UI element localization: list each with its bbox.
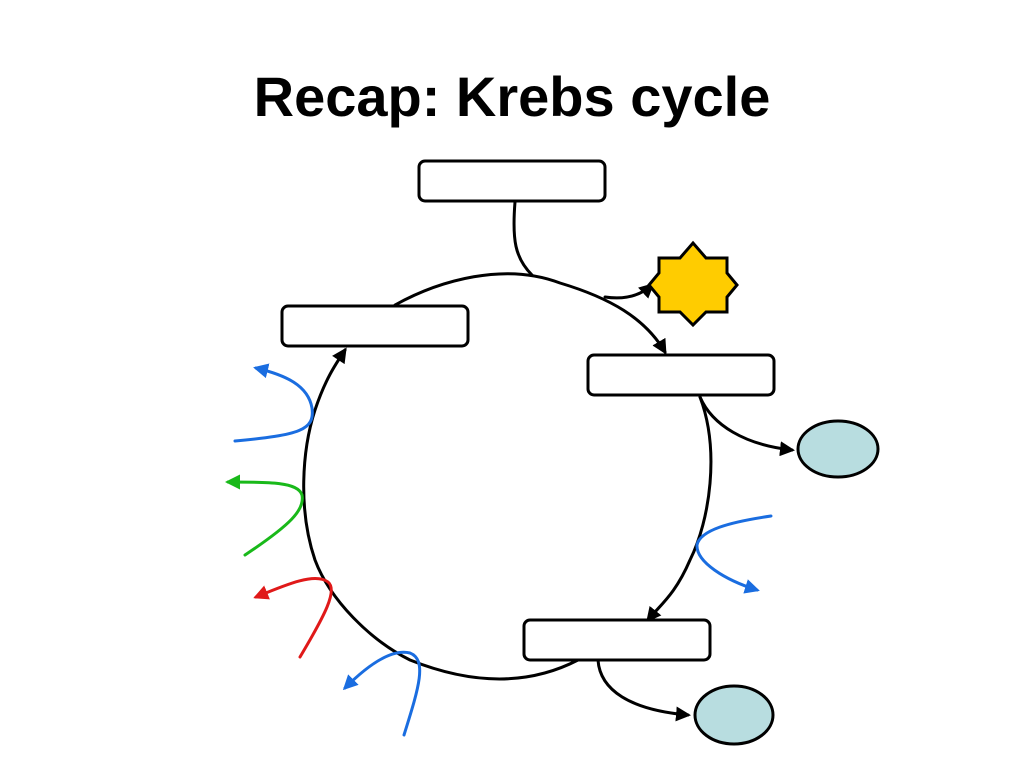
blue-arrow-bottom-left: [342, 650, 422, 737]
cycle-arc-left: [302, 347, 580, 681]
ellipse-branch-arrow-1: [698, 395, 795, 457]
blank-box-bottom: [522, 618, 712, 662]
red-arrow-lower-left: [253, 576, 333, 659]
output-ellipse-right: [796, 419, 880, 479]
cycle-arc-top: [393, 272, 667, 355]
cycle-arc-right: [646, 395, 713, 623]
input-stem-top: [512, 200, 534, 277]
blue-arrow-upper-left: [233, 363, 314, 443]
blue-arrow-right: [695, 514, 773, 594]
star-branch-arrow: [603, 282, 655, 300]
ellipse-branch-arrow-2: [596, 658, 691, 722]
blank-box-left: [280, 304, 470, 348]
green-arrow-left: [225, 474, 304, 557]
output-ellipse-bottom: [693, 684, 775, 746]
star-shape: [647, 240, 739, 328]
blank-box-top: [417, 159, 607, 203]
slide-title: Recap: Krebs cycle: [253, 65, 771, 128]
blank-box-right: [586, 353, 776, 397]
